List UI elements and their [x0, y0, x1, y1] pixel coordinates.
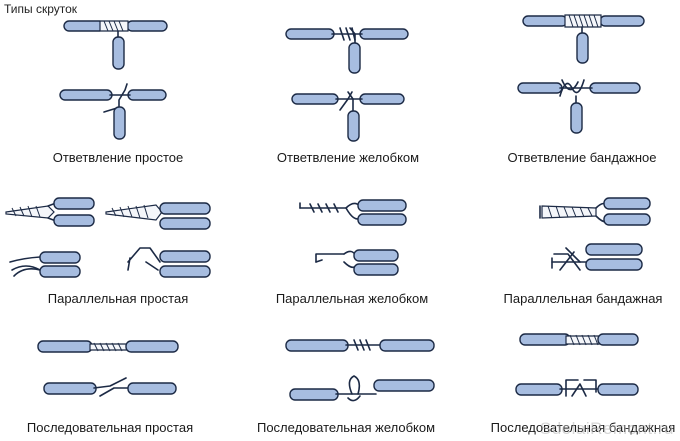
page-title: Типы скруток	[4, 2, 78, 16]
serial-groove-stage1	[285, 339, 435, 352]
branch-simple-stage2	[59, 83, 167, 140]
caption-branch-bandage: Ответвление бандажное	[507, 150, 657, 165]
parallel-bandage-stage1	[539, 197, 651, 226]
serial-bandage-stage1	[519, 333, 639, 346]
serial-bandage-stage2	[515, 379, 639, 397]
caption-serial-groove: Последовательная желобком	[256, 420, 436, 435]
branch-bandage-stage2	[517, 79, 641, 134]
caption-serial-bandage: Последовательная бандажная	[490, 420, 676, 435]
serial-simple-stage1	[37, 340, 179, 353]
parallel-bandage-stage2	[551, 243, 643, 271]
watermark: SdelaiRemont.ru	[539, 419, 674, 438]
caption-branch-groove: Ответвление желобком	[276, 150, 420, 165]
parallel-simple-stage1	[5, 197, 95, 227]
branch-bandage-stage1	[522, 14, 645, 64]
branch-groove-stage2	[291, 91, 405, 142]
caption-serial-simple: Последовательная простая	[26, 420, 194, 435]
caption-parallel-bandage: Параллельная бандажная	[503, 291, 663, 306]
serial-simple-stage2	[43, 377, 177, 397]
caption-parallel-simple: Параллельная простая	[47, 291, 189, 306]
parallel-simple-stage2	[9, 251, 81, 278]
caption-branch-simple: Ответвление простое	[52, 150, 184, 165]
parallel-simple-stage4	[127, 247, 211, 278]
caption-parallel-groove: Параллельная желобком	[275, 291, 429, 306]
serial-groove-stage2	[289, 375, 435, 402]
parallel-groove-stage2	[315, 249, 399, 276]
parallel-simple-stage3	[105, 202, 211, 230]
branch-simple-stage1	[63, 20, 168, 70]
branch-groove-stage1	[285, 27, 409, 74]
parallel-groove-stage1	[299, 199, 407, 226]
